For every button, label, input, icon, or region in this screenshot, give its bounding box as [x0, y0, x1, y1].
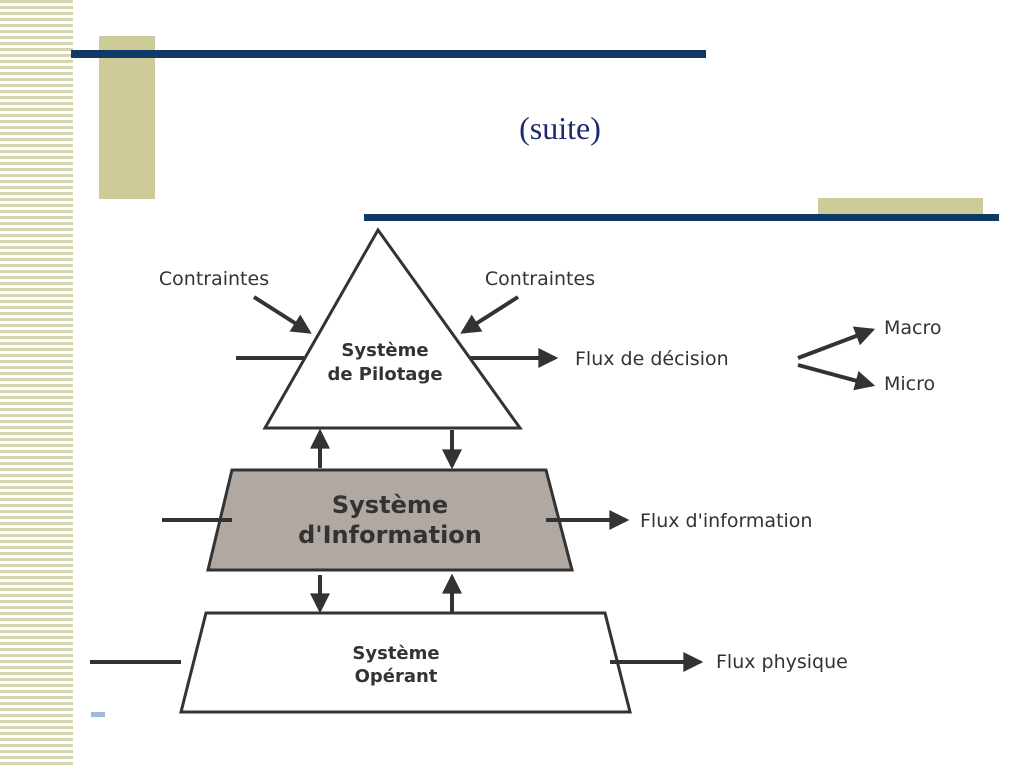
operant-label-line2: Opérant	[355, 666, 438, 687]
slide-title: (suite)	[519, 110, 601, 146]
constraint-arrow-right	[460, 295, 520, 334]
operant-trapezoid	[179, 611, 632, 714]
flux-decision-label: Flux de décision	[575, 348, 729, 370]
khaki-block-left	[99, 36, 155, 199]
flux-physique-label: Flux physique	[716, 651, 848, 673]
pilotage-label-line2: de Pilotage	[327, 364, 442, 385]
constraints-right-label: Contraintes	[485, 268, 595, 290]
micro-label: Micro	[884, 373, 935, 395]
micro-arrow	[797, 363, 876, 391]
decorative-stripes	[0, 0, 73, 768]
khaki-block-right	[818, 198, 983, 215]
macro-arrow	[797, 326, 876, 360]
small-blue-marker	[91, 712, 105, 717]
navy-bar-top	[71, 50, 706, 58]
information-label-line1: Système	[332, 491, 448, 519]
pilotage-triangle	[262, 227, 523, 430]
macro-label: Macro	[884, 317, 942, 339]
operant-label-line1: Système	[352, 643, 439, 664]
constraints-left-label: Contraintes	[159, 268, 269, 290]
information-trapezoid	[206, 468, 574, 572]
pilotage-label-line1: Système	[341, 340, 428, 361]
flux-information-label: Flux d'information	[640, 510, 812, 532]
constraint-arrow-left	[252, 295, 312, 334]
information-label-line2: d'Information	[298, 521, 482, 549]
navy-bar-middle	[364, 214, 999, 221]
